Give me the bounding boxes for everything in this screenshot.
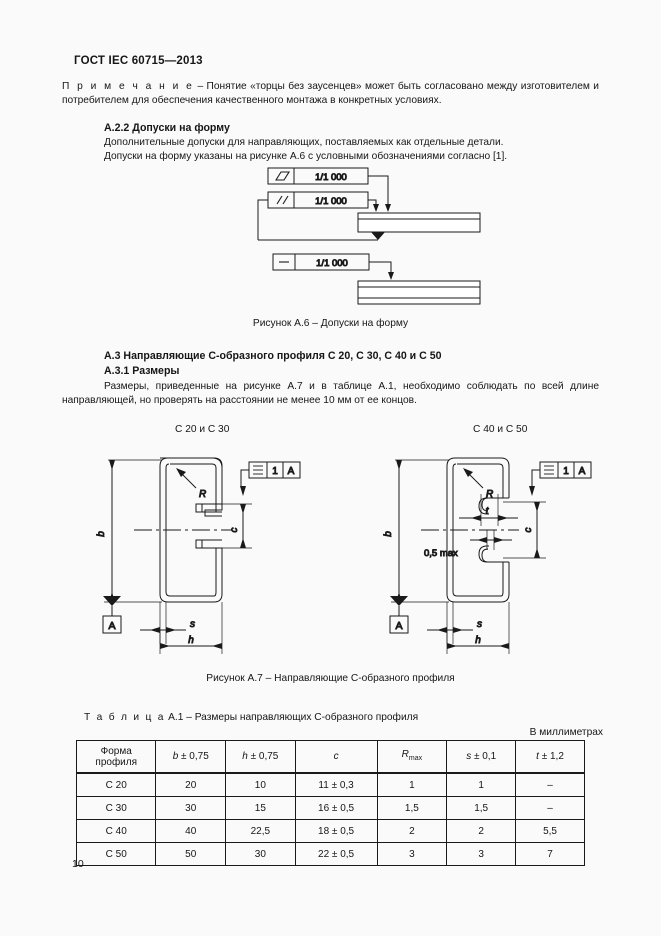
cell-s: 3	[446, 842, 517, 866]
cell-h: 30	[225, 842, 296, 866]
table-row: С 30 30 15 16 ± 0,5 1,5 1,5 –	[75, 796, 585, 820]
tolerance-frame-1	[267, 167, 369, 185]
tolerance-value-1: 1/1 000	[315, 172, 347, 183]
paragraph-a-2-2-line-2: Допуски на форму указаны на рисунке А.6 …	[104, 151, 508, 162]
note-text: – Понятие «торцы без заусенцев» может бы…	[62, 81, 599, 106]
cell-profile: С 40	[75, 819, 157, 843]
label-R-right: R	[486, 489, 493, 500]
document-header: ГОСТ IEC 60715—2013	[74, 55, 203, 67]
cell-rmax: 3	[376, 842, 448, 866]
label-c-right: c	[523, 528, 534, 533]
cell-c: 18 ± 0,5	[294, 819, 378, 843]
label-datum-A-left: A	[108, 620, 115, 632]
heading-a-3: А.3 Направляющие С-образного профиля С 2…	[104, 350, 442, 362]
heading-a-3-1: А.3.1 Размеры	[104, 365, 180, 377]
cell-c: 11 ± 0,3	[294, 772, 378, 797]
label-h-right: h	[475, 635, 481, 646]
column-header-h: h ± 0,75	[225, 740, 296, 774]
cell-t: 7	[515, 842, 585, 866]
paragraph-a-2-2-line-1: Дополнительные допуски для направляющих,…	[104, 137, 504, 148]
figure-a6-caption: Рисунок А.6 – Допуски на форму	[252, 318, 409, 329]
column-header-b: b ± 0,75	[155, 740, 227, 774]
table-a1-units-note: В миллиметрах	[529, 727, 603, 738]
tolerance-value-3: 1/1 000	[316, 258, 348, 269]
column-header-c: c	[294, 740, 378, 774]
frame-value-left: 1	[272, 466, 278, 477]
cell-h: 10	[225, 772, 296, 797]
table-row: С 20 20 10 11 ± 0,3 1 1 –	[75, 772, 585, 797]
label-h-left: h	[188, 635, 194, 646]
label-b-left: b	[96, 531, 107, 537]
frame-value-right: 1	[563, 466, 569, 477]
tolerance-value-2: 1/1 000	[315, 196, 347, 207]
label-datum-A-right: A	[395, 620, 402, 632]
label-s-left: s	[190, 619, 195, 630]
label-b-right: b	[383, 531, 394, 537]
table-a1-title-rest: А.1 – Размеры направляющих С-образного п…	[168, 712, 419, 723]
table-row: С 40 40 22,5 18 ± 0,5 2 2 5,5	[75, 819, 585, 843]
table-a1-title: Т а б л и ц а А.1 – Размеры направляющих…	[84, 712, 418, 723]
cell-b: 30	[155, 796, 227, 820]
c-profile-left	[102, 457, 301, 654]
column-header-t: t ± 1,2	[515, 740, 585, 774]
label-c-left: c	[229, 528, 240, 533]
cell-profile: С 20	[75, 772, 157, 797]
cell-h: 15	[225, 796, 296, 820]
profile-label-right: С 40 и С 50	[473, 424, 528, 435]
figure-a7: b c R A s h 1 A	[0, 430, 661, 675]
rail-bar-upper	[357, 212, 481, 233]
cell-s: 1	[446, 772, 517, 797]
cell-h: 22,5	[225, 819, 296, 843]
cell-t: 5,5	[515, 819, 585, 843]
cell-b: 40	[155, 819, 227, 843]
cell-profile: С 50	[75, 842, 157, 866]
paragraph-a-3-1: Размеры, приведенные на рисунке А.7 и в …	[62, 381, 599, 406]
label-t-right: t	[486, 506, 490, 517]
rail-bar-lower	[357, 280, 481, 305]
label-R-left: R	[199, 489, 206, 500]
label-gap-note: 0,5 max	[424, 548, 458, 559]
cell-s: 1,5	[446, 796, 517, 820]
frame-datum-left: A	[288, 466, 295, 477]
c-profile-right	[389, 457, 592, 654]
cell-t: –	[515, 796, 585, 820]
label-s-right: s	[477, 619, 482, 630]
frame-datum-right: A	[579, 466, 586, 477]
cell-b: 20	[155, 772, 227, 797]
figure-a7-caption: Рисунок А.7 – Направляющие С-образного п…	[206, 673, 455, 684]
page-number: 10	[72, 858, 84, 870]
cell-profile: С 30	[75, 796, 157, 820]
table-row: С 50 50 30 22 ± 0,5 3 3 7	[75, 842, 585, 866]
cell-rmax: 2	[376, 819, 448, 843]
heading-a-2-2: А.2.2 Допуски на форму	[104, 122, 230, 134]
cell-rmax: 1,5	[376, 796, 448, 820]
note-label: П р и м е ч а н и е	[62, 81, 195, 92]
column-header-s: s ± 0,1	[446, 740, 517, 774]
cell-s: 2	[446, 819, 517, 843]
table-a1-title-prefix: Т а б л и ц а	[84, 712, 166, 723]
tolerance-frame-right	[539, 461, 592, 479]
cell-rmax: 1	[376, 772, 448, 797]
cell-c: 22 ± 0,5	[294, 842, 378, 866]
column-header-rmax: Rmax	[376, 740, 448, 774]
figure-a6: 1/1 000 1/1 000 1/1 000	[0, 160, 661, 315]
note-paragraph: П р и м е ч а н и е – Понятие «торцы без…	[62, 80, 599, 108]
cell-b: 50	[155, 842, 227, 866]
cell-c: 16 ± 0,5	[294, 796, 378, 820]
profile-label-left: С 20 и С 30	[175, 424, 230, 435]
cell-t: –	[515, 772, 585, 797]
